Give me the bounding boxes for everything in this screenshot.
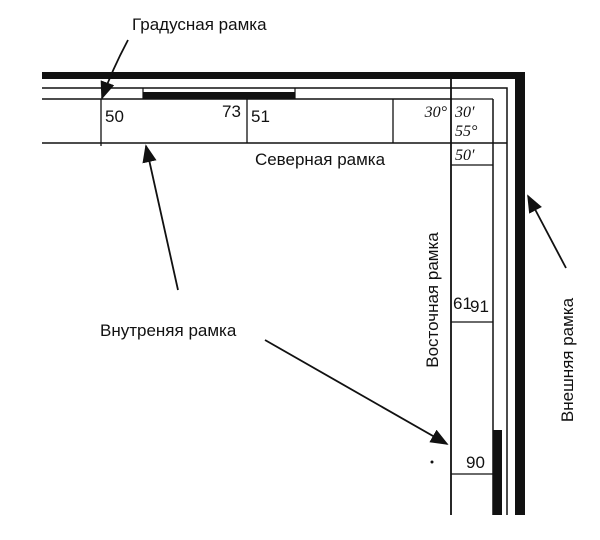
grid-value-90: 90 <box>466 453 485 472</box>
east-bar-black <box>493 430 502 515</box>
label-east-frame: Восточная рамка <box>423 232 442 368</box>
grid-value-51: 51 <box>251 107 270 126</box>
grid-value-91: 91 <box>470 297 489 316</box>
label-degree-frame: Градусная рамка <box>132 15 267 34</box>
arrow-outer-frame <box>527 194 567 269</box>
arrow-inner-frame-east <box>264 339 449 445</box>
outer-thin-line <box>42 87 508 515</box>
minutes-30: 30′ <box>454 104 475 121</box>
label-north-frame: Северная рамка <box>255 150 386 169</box>
latitude-55: 55° <box>455 123 478 140</box>
minutes-50: 50′ <box>455 147 475 164</box>
grid-value-50: 50 <box>105 107 124 126</box>
arrow-degree-frame <box>100 39 129 100</box>
minutes-30-degree: 30° <box>424 104 448 121</box>
outer-frame-right <box>515 72 525 515</box>
arrow-inner-frame-north <box>142 144 179 291</box>
grid-value-73: 73 <box>222 102 241 121</box>
grid-value-61: 61 <box>453 294 472 313</box>
label-inner-frame: Внутреняя рамка <box>100 321 237 340</box>
north-dividers <box>100 99 394 146</box>
outer-frame-top <box>42 72 525 79</box>
degree-bar-black <box>143 92 295 99</box>
label-outer-frame: Внешняя рамка <box>558 297 577 422</box>
